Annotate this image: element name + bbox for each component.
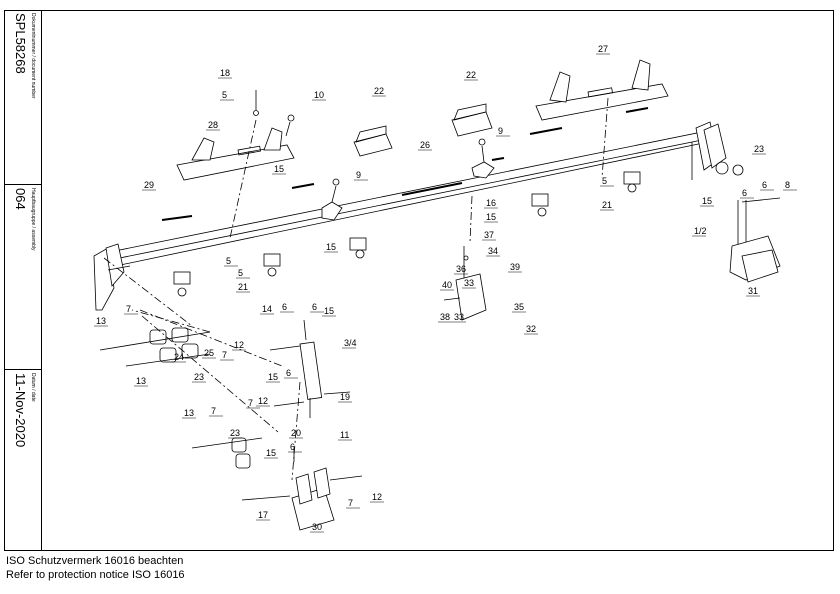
callout-33: 33 bbox=[454, 312, 464, 322]
callout-9: 9 bbox=[356, 170, 361, 180]
callout-15: 15 bbox=[486, 212, 496, 222]
callout-12: 12 bbox=[372, 492, 382, 502]
callout-26: 26 bbox=[420, 140, 430, 150]
callout-15: 15 bbox=[274, 164, 284, 174]
right-end-plate bbox=[691, 121, 727, 180]
callout-3-4: 3/4 bbox=[344, 338, 357, 348]
callout-37: 37 bbox=[484, 230, 494, 240]
callout-31: 31 bbox=[748, 286, 758, 296]
callout-14: 14 bbox=[262, 304, 272, 314]
callout-7: 7 bbox=[126, 304, 131, 314]
handle-9-right bbox=[471, 138, 495, 179]
callout-6: 6 bbox=[312, 302, 317, 312]
callout-21: 21 bbox=[238, 282, 248, 292]
bushing-assembly bbox=[99, 257, 211, 367]
callout-16: 16 bbox=[486, 198, 496, 208]
callout-24: 24 bbox=[174, 352, 184, 362]
callout-13: 13 bbox=[96, 316, 106, 326]
callout-40: 40 bbox=[442, 280, 452, 290]
callout-25: 25 bbox=[204, 348, 214, 358]
title-block: Dokumentnummer / document number SPL5826… bbox=[4, 10, 42, 551]
drawing-frame bbox=[4, 10, 834, 551]
handle-9-left bbox=[321, 178, 343, 221]
callout-13: 13 bbox=[136, 376, 146, 386]
assembly-label: Hauptbaugruppe / assembly bbox=[30, 188, 36, 251]
lower-bracket-30 bbox=[191, 437, 363, 531]
exploded-parts-diagram: 18 5 10 28 22 22 9 27 26 9 23 15 29 16 15 5 6 6 8 15 1/2 5 21 1… bbox=[93, 44, 797, 533]
callout-28: 28 bbox=[208, 120, 218, 130]
right-cylinder-assembly bbox=[715, 161, 781, 283]
callout-15: 15 bbox=[268, 372, 278, 382]
callout-12: 12 bbox=[258, 396, 268, 406]
callout-36: 36 bbox=[456, 264, 466, 274]
callout-7: 7 bbox=[348, 498, 353, 508]
center-link-assembly bbox=[443, 246, 487, 321]
callout-38: 38 bbox=[440, 312, 450, 322]
callout-21: 21 bbox=[602, 200, 612, 210]
callout-27: 27 bbox=[598, 44, 608, 54]
callout-7: 7 bbox=[222, 350, 227, 360]
protection-notice-en: Refer to protection notice ISO 16016 bbox=[6, 569, 185, 581]
date-label: Datum / date bbox=[30, 373, 36, 402]
callout-11: 11 bbox=[340, 430, 349, 440]
callout-32: 32 bbox=[526, 324, 536, 334]
callout-5: 5 bbox=[226, 256, 231, 266]
callout-23: 23 bbox=[230, 428, 240, 438]
clamp-22-left bbox=[353, 125, 393, 157]
callout-5: 5 bbox=[602, 176, 607, 186]
document-number-cell: Dokumentnummer / document number SPL5826… bbox=[4, 10, 41, 185]
assembly-value: 064 bbox=[13, 188, 28, 210]
cylinder-3-4 bbox=[269, 319, 351, 418]
callout-12: 12 bbox=[234, 340, 244, 350]
callout-39: 39 bbox=[510, 262, 520, 272]
callout-33: 33 bbox=[464, 278, 474, 288]
callout-labels: 18 5 10 28 22 22 9 27 26 9 23 15 29 16 15 5 6 6 8 15 1/2 5 21 1… bbox=[94, 44, 797, 533]
callout-20: 20 bbox=[291, 428, 301, 438]
callout-15: 15 bbox=[324, 306, 334, 316]
callout-1-2: 1/2 bbox=[694, 226, 707, 236]
date-cell: Datum / date 11-Nov-2020 bbox=[4, 370, 41, 551]
callout-17: 17 bbox=[258, 510, 268, 520]
clamp-assemblies bbox=[173, 171, 641, 297]
left-end-plate bbox=[93, 243, 131, 311]
callout-18: 18 bbox=[220, 68, 230, 78]
callout-30: 30 bbox=[312, 522, 322, 532]
callout-15: 15 bbox=[702, 196, 712, 206]
callout-13: 13 bbox=[184, 408, 194, 418]
callout-10: 10 bbox=[314, 90, 324, 100]
callout-7: 7 bbox=[248, 398, 253, 408]
callout-23: 23 bbox=[194, 372, 204, 382]
callout-6: 6 bbox=[286, 368, 291, 378]
protection-notice-de: ISO Schutzvermerk 16016 beachten bbox=[6, 555, 184, 567]
callout-19: 19 bbox=[340, 392, 350, 402]
date-value: 11-Nov-2020 bbox=[13, 373, 28, 448]
callout-15: 15 bbox=[266, 448, 276, 458]
bracket-27 bbox=[535, 59, 669, 121]
callout-5: 5 bbox=[238, 268, 243, 278]
callout-35: 35 bbox=[514, 302, 524, 312]
main-beam bbox=[99, 131, 709, 269]
bracket-28 bbox=[176, 127, 295, 181]
alignment-lines bbox=[139, 97, 609, 481]
callout-6: 6 bbox=[282, 302, 287, 312]
callout-7: 7 bbox=[211, 406, 216, 416]
callout-6: 6 bbox=[742, 188, 747, 198]
callout-29: 29 bbox=[144, 180, 154, 190]
callout-23: 23 bbox=[754, 144, 764, 154]
callout-22: 22 bbox=[466, 70, 476, 80]
callout-8: 8 bbox=[785, 180, 790, 190]
callout-6: 6 bbox=[762, 180, 767, 190]
clamp-22-right bbox=[451, 103, 493, 137]
callout-34: 34 bbox=[488, 246, 498, 256]
document-number-value: SPL58268 bbox=[13, 13, 28, 74]
document-number-label: Dokumentnummer / document number bbox=[30, 13, 36, 99]
callout-5: 5 bbox=[222, 90, 227, 100]
callout-6: 6 bbox=[290, 442, 295, 452]
callout-9: 9 bbox=[498, 126, 503, 136]
callout-22: 22 bbox=[374, 86, 384, 96]
callout-15: 15 bbox=[326, 242, 336, 252]
assembly-cell: Hauptbaugruppe / assembly 064 bbox=[4, 185, 41, 370]
